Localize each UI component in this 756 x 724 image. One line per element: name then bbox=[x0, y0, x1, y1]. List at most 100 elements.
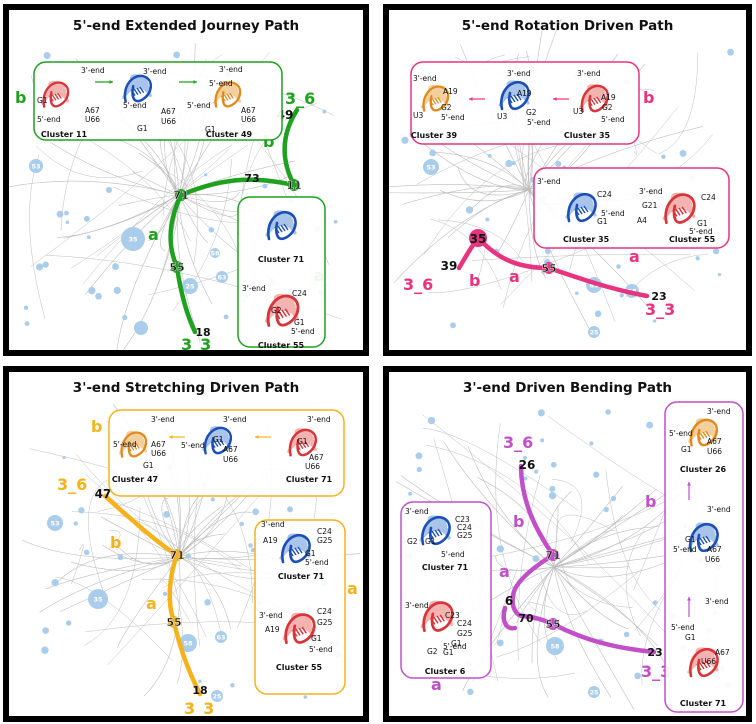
rna-ribbon bbox=[689, 531, 718, 544]
path-node bbox=[171, 261, 183, 273]
transition-path bbox=[546, 265, 650, 299]
rna-base bbox=[672, 209, 678, 217]
rna-ribbon bbox=[421, 524, 450, 537]
rna-base bbox=[135, 442, 140, 449]
path-node-label: 55 bbox=[541, 262, 556, 275]
rna-ribbon bbox=[666, 199, 694, 210]
residue-label: A67 bbox=[707, 545, 722, 554]
network-node-label: 63 bbox=[216, 634, 225, 642]
network-node bbox=[86, 235, 91, 240]
network-node bbox=[652, 600, 658, 606]
rna-structure bbox=[282, 612, 316, 645]
residue-label: G1 bbox=[681, 445, 692, 454]
arrow-head bbox=[687, 482, 691, 486]
residue-label: 5'-end bbox=[669, 429, 693, 438]
rna-backbone bbox=[120, 431, 148, 458]
path-node-label: 70 bbox=[518, 612, 534, 625]
rna-base bbox=[436, 615, 442, 623]
network-edge bbox=[551, 478, 583, 544]
end-state-label: 3_3 bbox=[641, 662, 671, 681]
network-edge bbox=[528, 189, 592, 333]
rna-base bbox=[699, 537, 705, 545]
residue-label: C24 bbox=[597, 190, 612, 199]
path-node-label: 55 bbox=[166, 616, 181, 629]
end-state-label: 3_6 bbox=[403, 275, 433, 294]
residue-label: 3'-end bbox=[705, 597, 729, 606]
residue-label: 3'-end bbox=[219, 65, 243, 74]
network-graph: 53352558637173114955183_63_3bbaa3'-endG1… bbox=[9, 43, 342, 350]
residue-label: G1 bbox=[305, 549, 316, 558]
rna-ribbon bbox=[500, 89, 529, 102]
segment-letter: b bbox=[469, 271, 480, 290]
residue-label: G2 bbox=[441, 103, 452, 112]
residue-label: A67 bbox=[707, 437, 722, 446]
end-state-label: 3_6 bbox=[57, 475, 87, 494]
network-node-label: 25 bbox=[185, 283, 195, 291]
network-edge bbox=[553, 526, 659, 568]
network-node bbox=[546, 637, 564, 655]
network-edge bbox=[415, 136, 530, 191]
path-node bbox=[171, 549, 183, 561]
residue-label: A19 bbox=[443, 87, 458, 96]
path-node bbox=[168, 616, 180, 628]
network-node bbox=[24, 321, 30, 326]
network-node bbox=[173, 51, 181, 59]
network-edge bbox=[50, 142, 180, 196]
network-edge bbox=[120, 514, 223, 640]
end-state-label: 3_6 bbox=[285, 89, 315, 108]
end-state-label: 3_6 bbox=[503, 433, 533, 452]
network-edge bbox=[71, 556, 180, 571]
network-edge bbox=[178, 194, 213, 305]
network-node bbox=[695, 256, 700, 261]
network-node bbox=[717, 272, 722, 277]
residue-label: 3'-end bbox=[405, 601, 429, 610]
network-edge bbox=[83, 144, 233, 284]
rna-structure bbox=[122, 74, 153, 103]
network-edge bbox=[178, 496, 199, 558]
residue-label: A19 bbox=[263, 536, 278, 545]
panel-title: 5'-end Rotation Driven Path bbox=[461, 18, 674, 34]
network-node bbox=[112, 263, 119, 270]
residue-label: U66 bbox=[161, 117, 176, 126]
residue-label: G1 bbox=[213, 435, 224, 444]
network-edge bbox=[457, 165, 530, 196]
residue-label: G25 bbox=[457, 629, 473, 638]
path-node-label: 39 bbox=[441, 259, 458, 273]
network-node bbox=[117, 554, 124, 561]
rna-base bbox=[298, 627, 304, 635]
rna-structure bbox=[202, 426, 233, 455]
rna-ribbon bbox=[124, 82, 151, 95]
network-node bbox=[64, 210, 69, 216]
rna-base bbox=[577, 207, 583, 215]
network-node bbox=[588, 326, 600, 338]
cluster-caption: Cluster 71 bbox=[258, 255, 305, 264]
rna-base bbox=[288, 549, 294, 557]
rna-base bbox=[429, 99, 434, 106]
network-node bbox=[646, 421, 654, 429]
network-node bbox=[589, 441, 594, 446]
network-edge bbox=[625, 528, 646, 637]
residue-label: A4 bbox=[637, 216, 647, 225]
network-node bbox=[42, 627, 49, 634]
network-node bbox=[537, 409, 545, 417]
rna-base bbox=[675, 208, 681, 216]
residue-label: 5'-end bbox=[181, 441, 205, 450]
network-node bbox=[47, 515, 63, 531]
panel-title: 3'-end Stretching Driven Path bbox=[72, 380, 300, 396]
rna-backbone bbox=[267, 210, 297, 241]
network-node bbox=[287, 506, 293, 513]
path-node-label: 6 bbox=[505, 594, 513, 608]
transition-path bbox=[178, 177, 297, 198]
network-node bbox=[548, 491, 557, 500]
rna-structure bbox=[118, 430, 148, 458]
network-edge bbox=[84, 507, 141, 646]
rna-ribbon bbox=[423, 521, 449, 532]
rna-base bbox=[587, 99, 593, 106]
rna-backbone bbox=[422, 85, 450, 112]
rna-ribbon bbox=[424, 607, 452, 618]
inset-box bbox=[400, 501, 492, 679]
cluster-caption: Cluster 71 bbox=[278, 572, 325, 581]
